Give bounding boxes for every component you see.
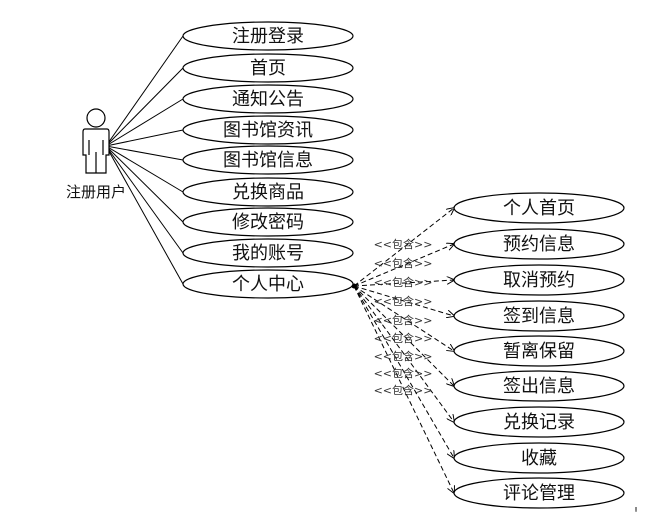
include-line [353,285,454,422]
include-line [353,285,454,316]
use-case-label: 我的账号 [232,243,304,264]
use-case-notice: 通知公告 [182,84,354,114]
use-case-personal-home: 个人首页 [453,192,625,224]
use-case-favorites: 收藏 [453,442,625,474]
association-line [105,145,184,254]
use-case-label: 兑换商品 [232,182,304,203]
use-case-oval [182,269,354,299]
corner-mark: Ꞌ [634,506,638,517]
use-case-reservation-info: 预约信息 [453,228,625,260]
use-case-home: 首页 [182,53,354,83]
actor-label: 注册用户 [66,183,126,201]
include-line [353,244,454,287]
use-case-oval [182,238,354,268]
use-case-comment-management: 评论管理 [453,477,625,509]
include-line [353,208,454,287]
use-case-check-in-info: 签到信息 [453,300,625,332]
use-case-label: 取消预约 [503,270,575,291]
include-line [353,285,454,351]
use-case-label: 评论管理 [503,483,575,504]
use-case-oval [453,264,625,296]
use-case-label: 签出信息 [503,376,575,397]
association-line [105,67,184,147]
association-line [105,129,184,147]
include-label: <<包含>> [374,256,433,270]
include-label: <<包含>> [374,294,433,308]
use-case-label: 个人首页 [503,198,575,219]
use-case-label: 通知公告 [232,89,304,110]
use-case-oval [453,335,625,367]
use-case-label: 个人中心 [232,274,304,295]
use-case-oval [453,192,625,224]
use-case-check-out-info: 签出信息 [453,370,625,402]
use-case-redeem-records: 兑换记录 [453,406,625,438]
include-label: <<包含>> [374,275,433,289]
include-line [353,280,454,287]
include-label: <<包含>> [374,383,433,397]
use-case-oval [182,115,354,145]
association-line [105,145,184,285]
use-case-label: 签到信息 [503,306,575,327]
association-line [105,145,184,193]
use-case-label: 注册登录 [232,26,304,47]
user-use-cases: 注册登录 首页 通知公告 图书馆资讯 图书馆信息 兑换商品 修改密码 我的账号 [182,21,354,299]
association-lines [105,35,184,285]
use-case-label: 暂离保留 [503,341,575,362]
use-case-my-account: 我的账号 [182,238,354,268]
include-line [353,285,454,458]
use-case-oval [182,145,354,175]
association-line [105,98,184,147]
use-case-change-password: 修改密码 [182,207,354,237]
include-label: <<包含>> [374,237,433,251]
include-label: <<包含>> [374,313,433,327]
use-case-label: 收藏 [521,448,557,469]
include-line [353,285,454,493]
use-case-oval [453,300,625,332]
use-case-temporary-leave: 暂离保留 [453,335,625,367]
use-case-label: 预约信息 [503,234,575,255]
include-label: <<包含>> [374,331,433,345]
use-case-oval [182,21,354,51]
use-case-oval [453,477,625,509]
use-case-oval [453,370,625,402]
use-case-oval [182,207,354,237]
include-label: <<包含>> [374,349,433,363]
use-case-oval [453,228,625,260]
use-case-library-info: 图书馆信息 [182,145,354,175]
use-case-label: 图书馆资讯 [223,120,313,141]
include-label: <<包含>> [374,366,433,380]
use-case-oval [182,53,354,83]
association-line [105,35,184,147]
use-case-redeem-goods: 兑换商品 [182,177,354,207]
include-relationships [351,208,455,493]
use-case-oval [453,442,625,474]
use-case-label: 首页 [250,58,286,79]
use-case-label: 图书馆信息 [223,150,313,171]
use-case-personal-center: 个人中心 [182,269,354,299]
use-case-cancel-reservation: 取消预约 [453,264,625,296]
actor-registered-user: 注册用户 [66,108,126,201]
association-line [105,145,184,223]
use-case-oval [453,406,625,438]
actor-icon [82,108,110,174]
included-use-cases: 个人首页 预约信息 取消预约 签到信息 暂离保留 签出信息 兑换记录 收藏 [453,192,625,509]
use-case-library-news: 图书馆资讯 [182,115,354,145]
include-labels: <<包含>> <<包含>> <<包含>> <<包含>> <<包含>> <<包含>… [374,237,433,397]
use-case-oval [182,84,354,114]
association-line [105,145,184,161]
use-case-label: 兑换记录 [503,412,575,433]
use-case-oval [182,177,354,207]
use-case-register-login: 注册登录 [182,21,354,51]
use-case-label: 修改密码 [232,212,304,233]
